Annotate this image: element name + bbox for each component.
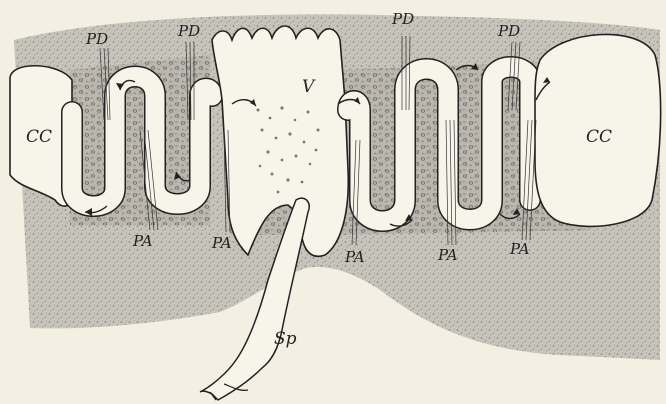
label-pd-2: PD [177,22,200,40]
label-v: V [302,77,316,97]
label-pa-5: PA [509,240,530,258]
label-sp: Sp [274,329,297,349]
label-cc-right: CC [586,127,612,147]
label-cc-left: CC [26,127,52,147]
label-pa-4: PA [437,246,458,264]
label-pd-4: PD [497,22,520,40]
label-pa-1: PA [132,232,153,250]
label-pd-3: PD [391,10,414,28]
label-pa-3: PA [344,248,365,266]
label-pa-2: PA [211,234,232,252]
label-pd-1: PD [85,30,108,48]
